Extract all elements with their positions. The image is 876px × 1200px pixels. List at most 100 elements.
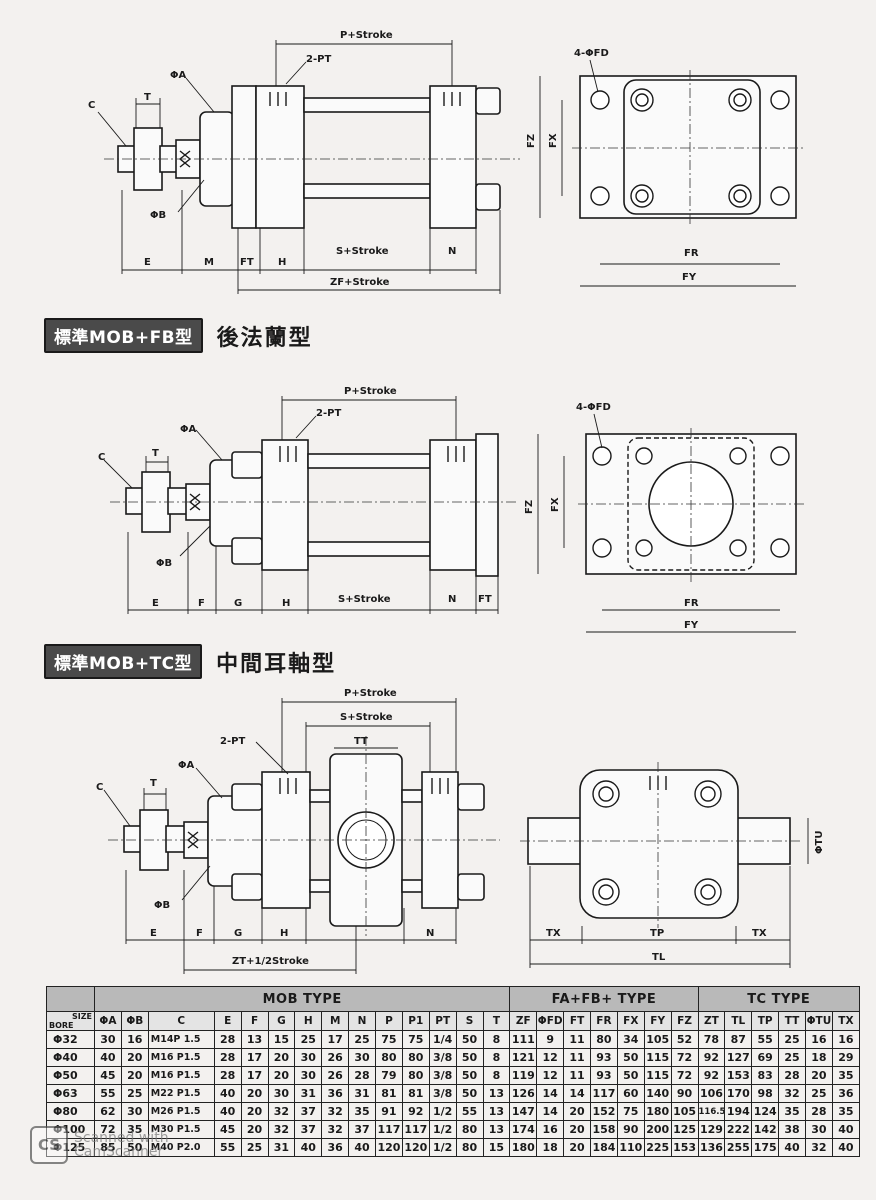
table-cell: 170 [724,1084,753,1103]
label-h: H [282,598,290,609]
table-cell: M26 P1.5 [147,1102,215,1121]
table-cell: 55 [751,1030,780,1049]
label-tt: TT [354,736,368,747]
table-cell: 40 [831,1138,861,1157]
table-cell: 180 [643,1102,672,1121]
table-cell: 35 [831,1066,861,1085]
label-fr: FR [684,598,699,609]
col-header: FT [563,1011,591,1031]
label-n: N [448,246,456,257]
table-cell: 25 [778,1048,806,1067]
table-cell: 20 [563,1138,591,1157]
table-cell: 50 [455,1084,484,1103]
section-fb-title: 後法蘭型 [216,325,313,351]
table-cell: 26 [321,1048,350,1067]
table-cell: 60 [616,1084,645,1103]
label-2pt: 2-PT [220,736,245,747]
table-cell: 18 [805,1048,833,1067]
label-fd: 4-ΦFD [574,48,609,59]
table-cell: 3/8 [428,1048,457,1067]
table-cell: 55 [94,1084,122,1103]
col-header: FY [643,1011,672,1031]
label-h: H [278,257,286,268]
col-header: E [213,1011,242,1031]
table-cell: 30 [805,1120,833,1139]
table-cell: 55 [213,1138,242,1157]
table-cell: 15 [267,1030,296,1049]
drawing-mob-fb: P+Stroke 2-PT ΦA C T ΦB E F G H S+Stroke… [98,386,806,633]
table-cell: 45 [94,1066,122,1085]
table-cell: 55 [455,1102,484,1121]
table-cell: 92 [697,1048,726,1067]
table-cell: 8 [482,1066,511,1085]
bore-cell: Φ40 [46,1048,95,1067]
table-cell: 25 [120,1084,149,1103]
table-cell: 25 [348,1030,376,1049]
table-cell: 20 [267,1066,296,1085]
table-cell: 9 [536,1030,565,1049]
table-cell: 91 [375,1102,403,1121]
table-cell: 119 [509,1066,538,1085]
table-cell: 25 [778,1030,806,1049]
table-cell: 75 [401,1030,430,1049]
label-2pt: 2-PT [306,54,331,65]
watermark-line2: CamScanner [74,1144,164,1160]
table-cell: 25 [240,1138,269,1157]
table-cell: 129 [697,1120,726,1139]
col-header: H [294,1011,323,1031]
table-cell: 72 [670,1066,699,1085]
label-f: F [198,598,205,609]
table-cell: 20 [240,1102,269,1121]
col-header: T [482,1011,511,1031]
bore-size-header: SIZE BORE [46,1011,95,1031]
table-cell: 225 [643,1138,672,1157]
bore-cell: Φ32 [46,1030,95,1049]
section-tc-badge: 標準MOB+TC型 [44,644,203,679]
col-header: ΦTU [805,1011,833,1031]
col-header: ΦFD [536,1011,565,1031]
table-cell: 3/8 [428,1066,457,1085]
table-cell: 75 [616,1102,645,1121]
table-cell: 32 [778,1084,806,1103]
col-header: N [348,1011,376,1031]
table-cell: 45 [213,1120,242,1139]
table-cell: 117 [401,1120,430,1139]
table-cell: 20 [563,1102,591,1121]
label-phi-a: ΦA [178,760,195,771]
table-cell: 30 [267,1084,296,1103]
col-header: FX [616,1011,645,1031]
table-cell: 136 [697,1138,726,1157]
table-cell: 90 [616,1120,645,1139]
table-cell: 28 [213,1066,242,1085]
table-cell: 14 [563,1084,591,1103]
dimension-table: MOB TYPE FA+FB+ TYPE TC TYPE SIZE BORE Φ… [46,986,861,1157]
table-cell: 80 [455,1138,484,1157]
label-t: T [152,448,159,459]
watermark-line1: Scanned with [74,1130,169,1146]
label-f: F [196,928,203,939]
col-header: F [240,1011,269,1031]
table-cell: M16 P1.5 [147,1066,215,1085]
table-cell: 35 [778,1102,806,1121]
table-cell: 125 [670,1120,699,1139]
label-2pt: 2-PT [316,408,341,419]
table-cell: 50 [120,1138,149,1157]
table-cell: 14 [536,1102,565,1121]
table-cell: 35 [348,1102,376,1121]
table-cell: 37 [348,1120,376,1139]
label-e: E [150,928,157,939]
table-cell: 105 [670,1102,699,1121]
table-cell: 3/8 [428,1084,457,1103]
table-cell: 79 [375,1066,403,1085]
label-zf-stroke: ZF+Stroke [330,277,390,288]
table-cell: 12 [536,1066,565,1085]
table-cell: 17 [321,1030,350,1049]
table-cell: 117 [375,1120,403,1139]
table-cell: 16 [120,1030,149,1049]
table-cell: 25 [805,1084,833,1103]
table-cell: 87 [724,1030,753,1049]
table-cell: 31 [348,1084,376,1103]
